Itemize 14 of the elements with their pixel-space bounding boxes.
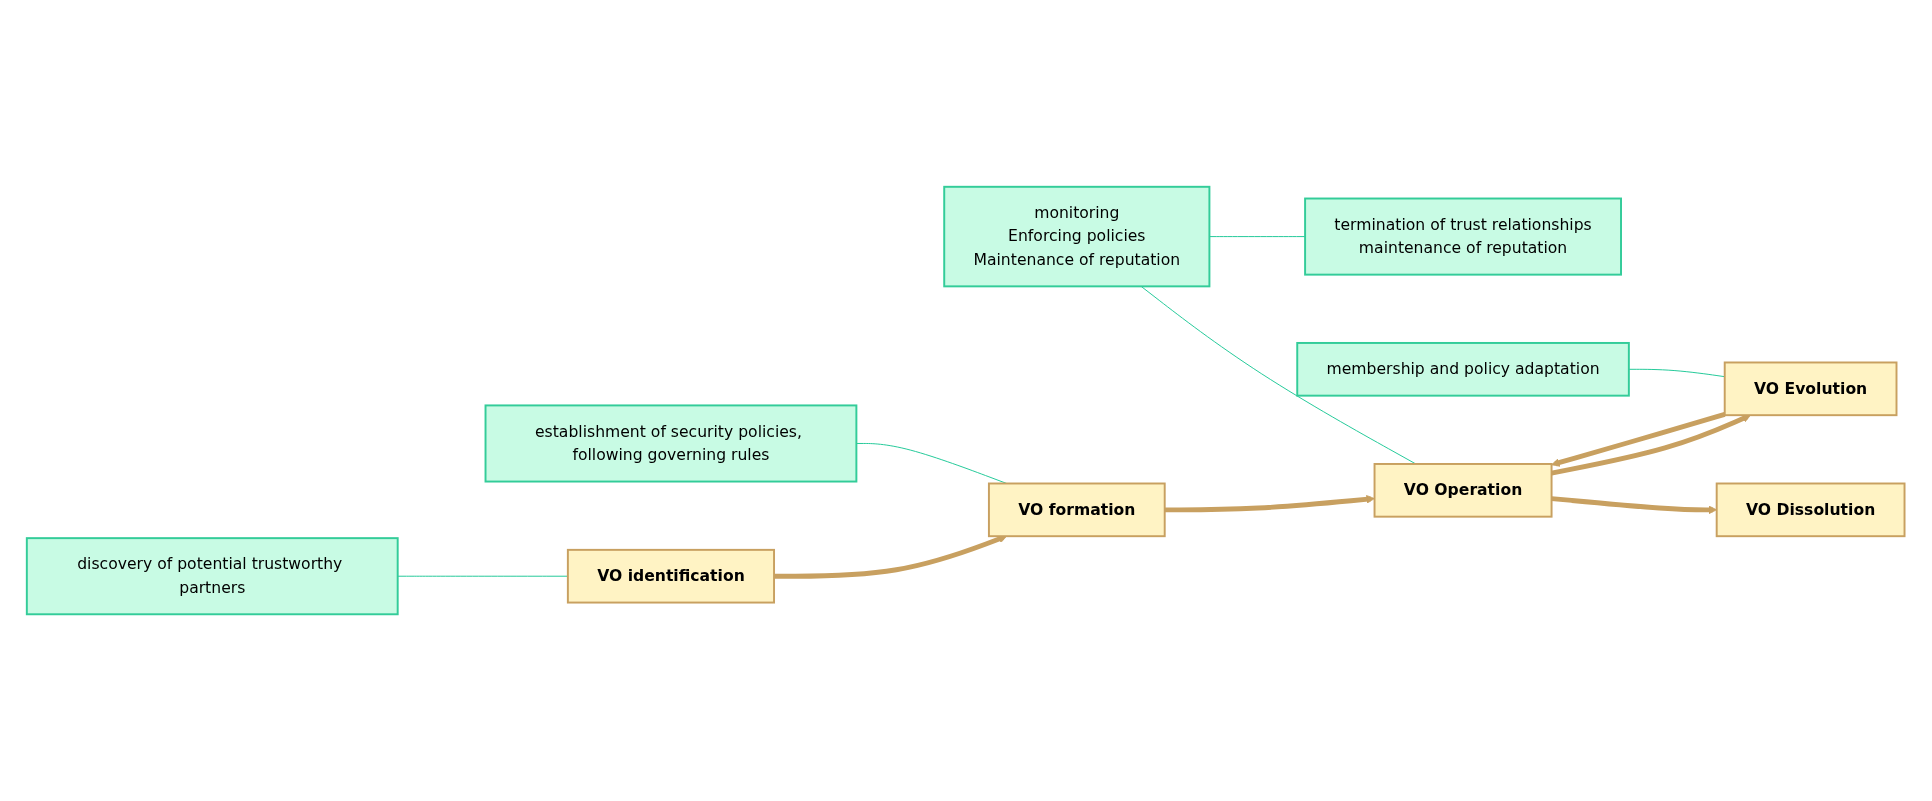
node-box: discovery of potential trustworthy partners bbox=[26, 537, 399, 616]
arrow bbox=[1551, 412, 1726, 467]
node-box: VO formation bbox=[988, 482, 1166, 538]
node-box: VO Evolution bbox=[1724, 361, 1898, 417]
node-box: VO Operation bbox=[1373, 462, 1553, 518]
arrow bbox=[1551, 496, 1718, 515]
node-box: VO Dissolution bbox=[1716, 482, 1906, 538]
node-box: VO identification bbox=[567, 548, 776, 604]
node-box: monitoring Enforcing policies Maintenance of reputation bbox=[943, 185, 1211, 288]
node-box: membership and policy adaptation bbox=[1296, 341, 1631, 397]
node-box: termination of trust relationships maintenance of reputation bbox=[1304, 197, 1623, 276]
connector bbox=[1209, 236, 1306, 237]
node-box: establishment of security policies, following governing rules bbox=[484, 404, 858, 483]
arrow bbox=[1551, 414, 1752, 476]
